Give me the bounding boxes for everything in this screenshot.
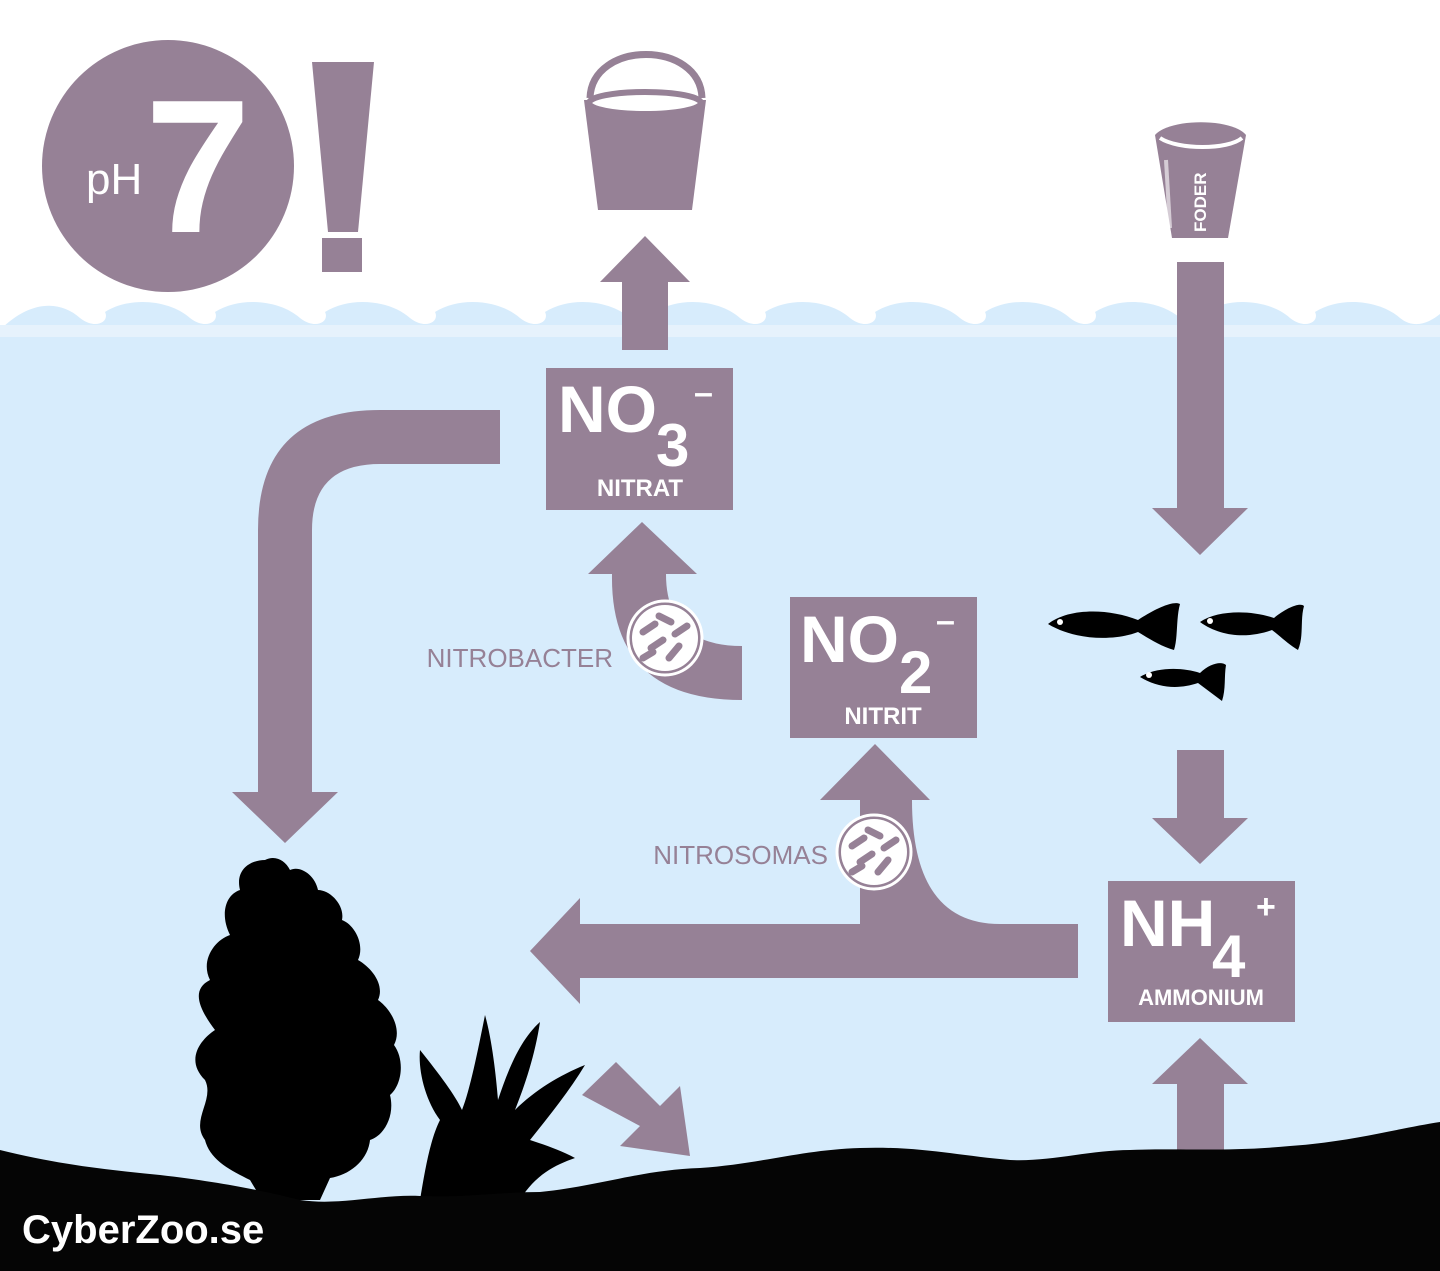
arrow-nitrate-to-bucket bbox=[600, 236, 690, 350]
nitrosomas-label: NITROSOMAS bbox=[653, 840, 828, 870]
plant-bush bbox=[195, 858, 401, 1200]
fish-2 bbox=[1200, 604, 1304, 650]
bacteria-icon bbox=[835, 813, 913, 891]
brand-logo: CyberZoo.se bbox=[22, 1208, 264, 1252]
ph-prefix: pH bbox=[86, 155, 142, 204]
water-foam bbox=[0, 325, 1440, 337]
nitrate-box-bg bbox=[546, 368, 733, 510]
arrow-nitrate-to-plants bbox=[232, 410, 500, 843]
arrow-fish-to-ammonium bbox=[1152, 750, 1248, 864]
ph-badge: pH 7 bbox=[42, 40, 294, 292]
nitrate-charge: – bbox=[694, 374, 713, 412]
ammonium-formula: NH bbox=[1120, 886, 1215, 960]
bucket-icon bbox=[584, 51, 706, 210]
fish-3 bbox=[1140, 663, 1226, 701]
nitrite-box: NO 2 – NITRIT bbox=[790, 597, 977, 738]
food-jar-icon: FODER bbox=[1155, 122, 1246, 238]
jar-highlight bbox=[1164, 159, 1172, 229]
nitrate-box: NO 3 – NITRAT bbox=[546, 368, 733, 510]
nitrite-box-bg bbox=[790, 597, 977, 738]
jar-body bbox=[1155, 122, 1246, 238]
nitrate-subscript: 3 bbox=[656, 412, 689, 479]
fish-1 bbox=[1048, 603, 1180, 650]
bacteria-icon bbox=[626, 599, 704, 677]
arrow-ammonium-to-plants bbox=[530, 898, 1078, 1004]
ammonium-subscript: 4 bbox=[1212, 923, 1246, 990]
arrow-food-to-fish bbox=[1152, 262, 1248, 555]
jar-label: FODER bbox=[1191, 173, 1210, 233]
fish-icon bbox=[1048, 603, 1304, 701]
nitrite-charge: – bbox=[936, 602, 955, 640]
ammonium-box-bg bbox=[1108, 881, 1295, 1022]
nitrate-formula: NO bbox=[558, 372, 657, 446]
bacteria-rods bbox=[848, 826, 900, 876]
jar-rim-line bbox=[1158, 136, 1244, 149]
nitrate-name: NITRAT bbox=[597, 475, 684, 502]
exclamation-mark bbox=[312, 62, 374, 272]
bucket-rim bbox=[586, 89, 704, 117]
exclamation-bar bbox=[312, 62, 374, 232]
bucket-handle bbox=[586, 51, 706, 99]
bacteria-rods bbox=[639, 612, 691, 662]
ammonium-charge: + bbox=[1256, 888, 1276, 926]
nitrobacter-label: NITROBACTER bbox=[427, 643, 613, 673]
plant-leaves bbox=[419, 1015, 585, 1200]
plant-icon bbox=[195, 858, 585, 1200]
ph-value: 7 bbox=[145, 61, 251, 273]
arrow-plants-to-ground bbox=[582, 1062, 690, 1156]
bucket-body bbox=[584, 100, 706, 210]
nitrite-subscript: 2 bbox=[899, 639, 932, 706]
exclamation-dot bbox=[322, 238, 362, 272]
nitrite-name: NITRIT bbox=[844, 703, 922, 730]
nitrite-formula: NO bbox=[800, 602, 899, 676]
ammonium-name: AMMONIUM bbox=[1138, 985, 1264, 1010]
ammonium-box: NH 4 + AMMONIUM bbox=[1108, 881, 1295, 1022]
ground bbox=[0, 1122, 1440, 1271]
ph-circle bbox=[42, 40, 294, 292]
arrow-ground-to-ammonium bbox=[1152, 1038, 1248, 1152]
